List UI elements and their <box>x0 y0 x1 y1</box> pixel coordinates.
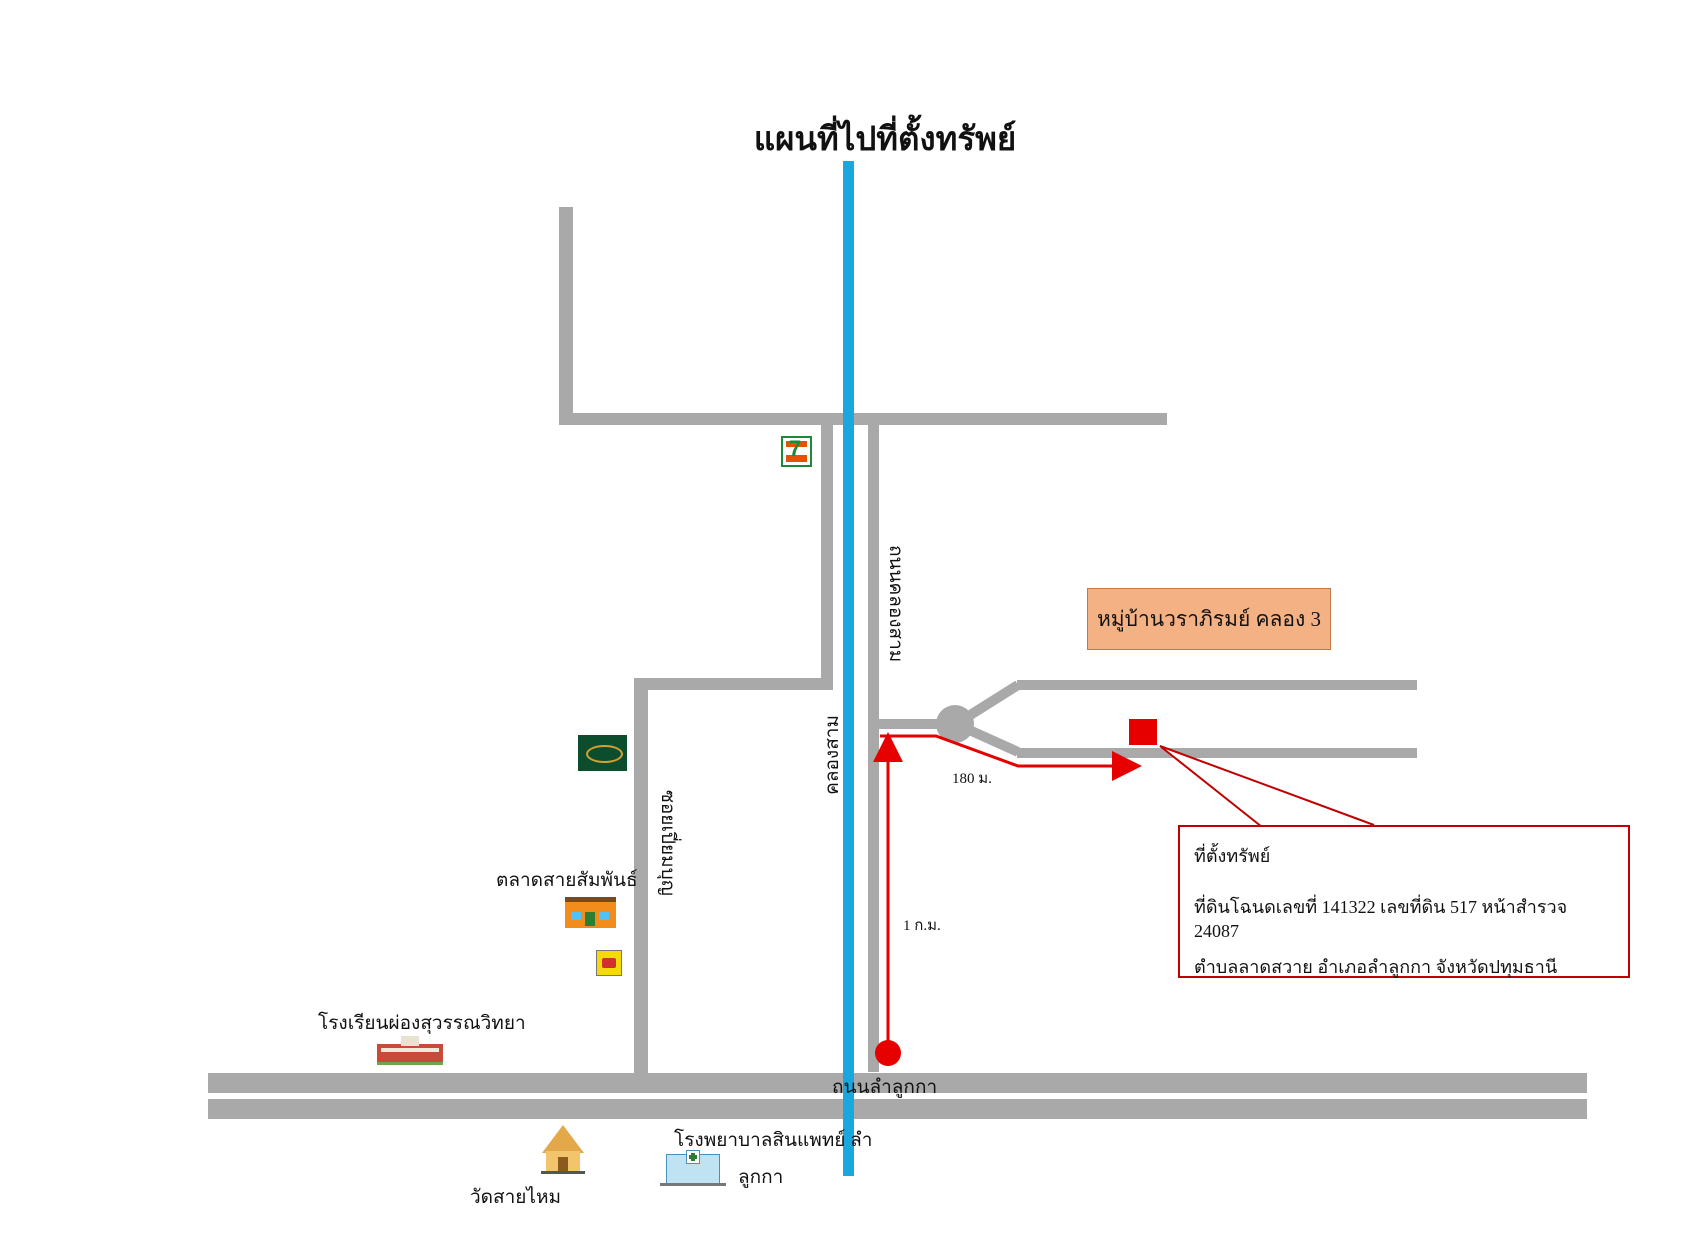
temple-icon <box>538 1125 588 1175</box>
store-logo-icon <box>578 735 627 771</box>
property-info-box: ที่ตั้งทรัพย์ ที่ดินโฉนดเลขที่ 141322 เล… <box>1178 825 1630 978</box>
canal-label: คลองสาม <box>822 715 843 795</box>
hospital-label-line1: โรงพยาบาลสินแพทย์ ลำ <box>674 1130 873 1151</box>
seven-eleven-number: 7 <box>789 436 802 461</box>
hospital-building-icon <box>660 1150 726 1186</box>
callout-pointer <box>1159 745 1375 828</box>
soi-label: ซอยเปี่ยมบุญ <box>657 790 678 896</box>
canal-klong-sam <box>843 161 854 1176</box>
road-village-lower <box>1017 748 1417 758</box>
market-building-icon <box>565 897 616 928</box>
school-building-icon <box>377 1036 443 1065</box>
property-deed-line: ที่ดินโฉนดเลขที่ 141322 เลขที่ดิน 517 หน… <box>1194 897 1568 941</box>
road-north-vertical <box>559 207 573 425</box>
distance-180m-label: 180 ม. <box>952 771 992 787</box>
road-main-upper <box>208 1073 1587 1093</box>
village-connector-roads <box>874 680 1021 757</box>
hospital-label-line2: ลูกกา <box>738 1167 784 1188</box>
seven-eleven-icon: 7 <box>781 436 812 467</box>
route-path <box>873 732 1142 1055</box>
property-address-line: ตำบลลาดสวาย อำเภอลำลูกกา จังหวัดปทุมธานี <box>1194 957 1558 977</box>
temple-label: วัดสายไหม <box>470 1187 562 1208</box>
road-soi-horizontal <box>634 678 833 690</box>
road-soi-vertical <box>634 678 648 1083</box>
road-north-horizontal <box>559 413 1167 425</box>
road-west-of-canal <box>821 422 833 690</box>
map-title: แผนที่ไปที่ตั้งทรัพย์ <box>753 122 1017 158</box>
school-label: โรงเรียนผ่องสุวรรณวิทยา <box>318 1013 526 1034</box>
klong-sam-road-label: ถนนคลองสาม <box>885 545 906 663</box>
property-heading: ที่ตั้งทรัพย์ <box>1194 846 1271 866</box>
main-road-label: ถนนลำลูกกา <box>832 1077 938 1098</box>
road-village-upper <box>1017 680 1417 690</box>
village-label-box: หมู่บ้านวราภิรมย์ คลอง 3 <box>1087 588 1331 650</box>
road-main-lower <box>208 1099 1587 1119</box>
start-point-marker <box>875 1040 901 1066</box>
property-marker <box>1129 719 1157 745</box>
market-label: ตลาดสายสัมพันธ์ <box>496 870 638 891</box>
small-store-icon <box>596 950 622 976</box>
distance-1km-label: 1 ก.ม. <box>903 918 941 934</box>
